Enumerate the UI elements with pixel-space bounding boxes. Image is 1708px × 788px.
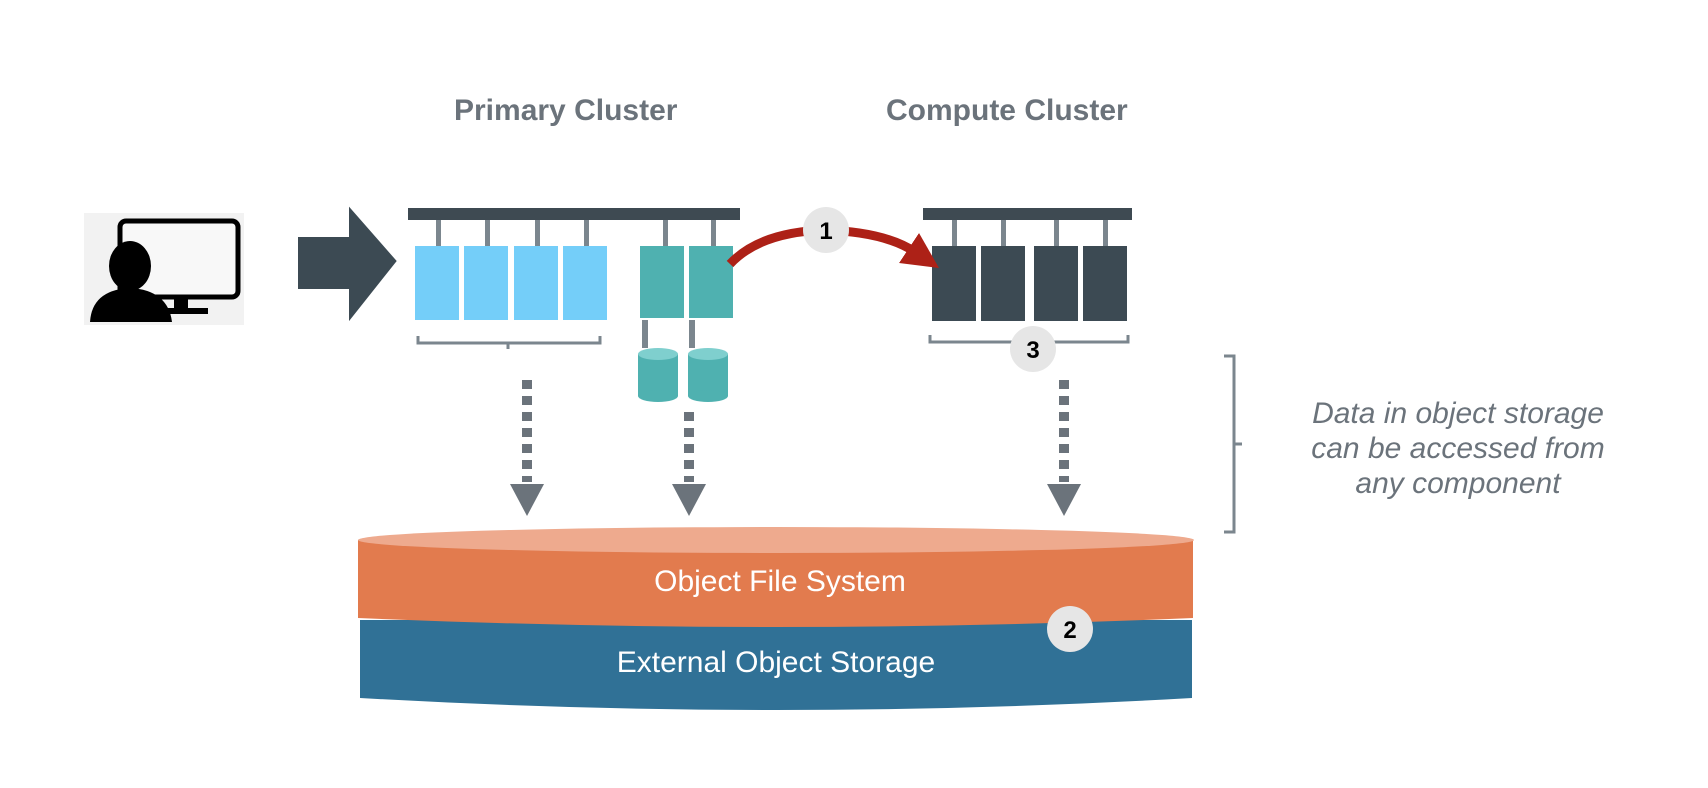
primary-cluster	[408, 208, 740, 402]
primary-node	[415, 246, 459, 320]
user-at-monitor-icon	[84, 213, 244, 325]
primary-cluster-heading: Primary Cluster	[454, 94, 678, 127]
primary-node	[563, 246, 607, 320]
callout-3: 3	[1010, 326, 1056, 372]
external-object-storage-layer	[360, 620, 1192, 710]
access-arrow	[510, 380, 544, 516]
compute-cluster	[923, 208, 1132, 344]
compute-cluster-heading: Compute Cluster	[886, 94, 1128, 127]
access-arrow	[1047, 380, 1081, 516]
primary-bracket	[416, 336, 602, 349]
object-file-system-top	[358, 527, 1194, 553]
right-arrow-icon	[296, 201, 400, 327]
compute-node	[1034, 246, 1078, 321]
compute-node	[981, 246, 1025, 321]
compute-node	[1083, 246, 1127, 321]
primary-bus	[408, 208, 740, 220]
hdfs-node	[640, 246, 684, 318]
primary-node	[514, 246, 558, 320]
callout-1: 1	[803, 207, 849, 253]
svg-text:2: 2	[1063, 617, 1076, 644]
disk-icon	[688, 348, 728, 402]
object-file-system-label: Object File System	[654, 565, 906, 598]
object-file-system-layer	[358, 540, 1193, 627]
primary-node	[464, 246, 508, 320]
access-arrow	[672, 412, 706, 516]
compute-bus	[923, 208, 1132, 220]
compute-node	[932, 246, 976, 321]
svg-text:3: 3	[1026, 337, 1039, 364]
callout-2: 2	[1047, 606, 1093, 652]
access-note: Data in object storage can be accessed f…	[1258, 396, 1658, 501]
disk-icon	[638, 348, 678, 402]
access-note-line: can be accessed from	[1311, 432, 1605, 465]
access-note-line: any component	[1355, 467, 1561, 500]
svg-text:1: 1	[819, 218, 832, 245]
access-note-line: Data in object storage	[1312, 397, 1604, 430]
scope-bracket	[1224, 354, 1242, 534]
storage-cylinder: Object File System External Object Stora…	[358, 527, 1194, 710]
external-object-storage-label: External Object Storage	[617, 646, 936, 679]
hdfs-node	[689, 246, 733, 318]
